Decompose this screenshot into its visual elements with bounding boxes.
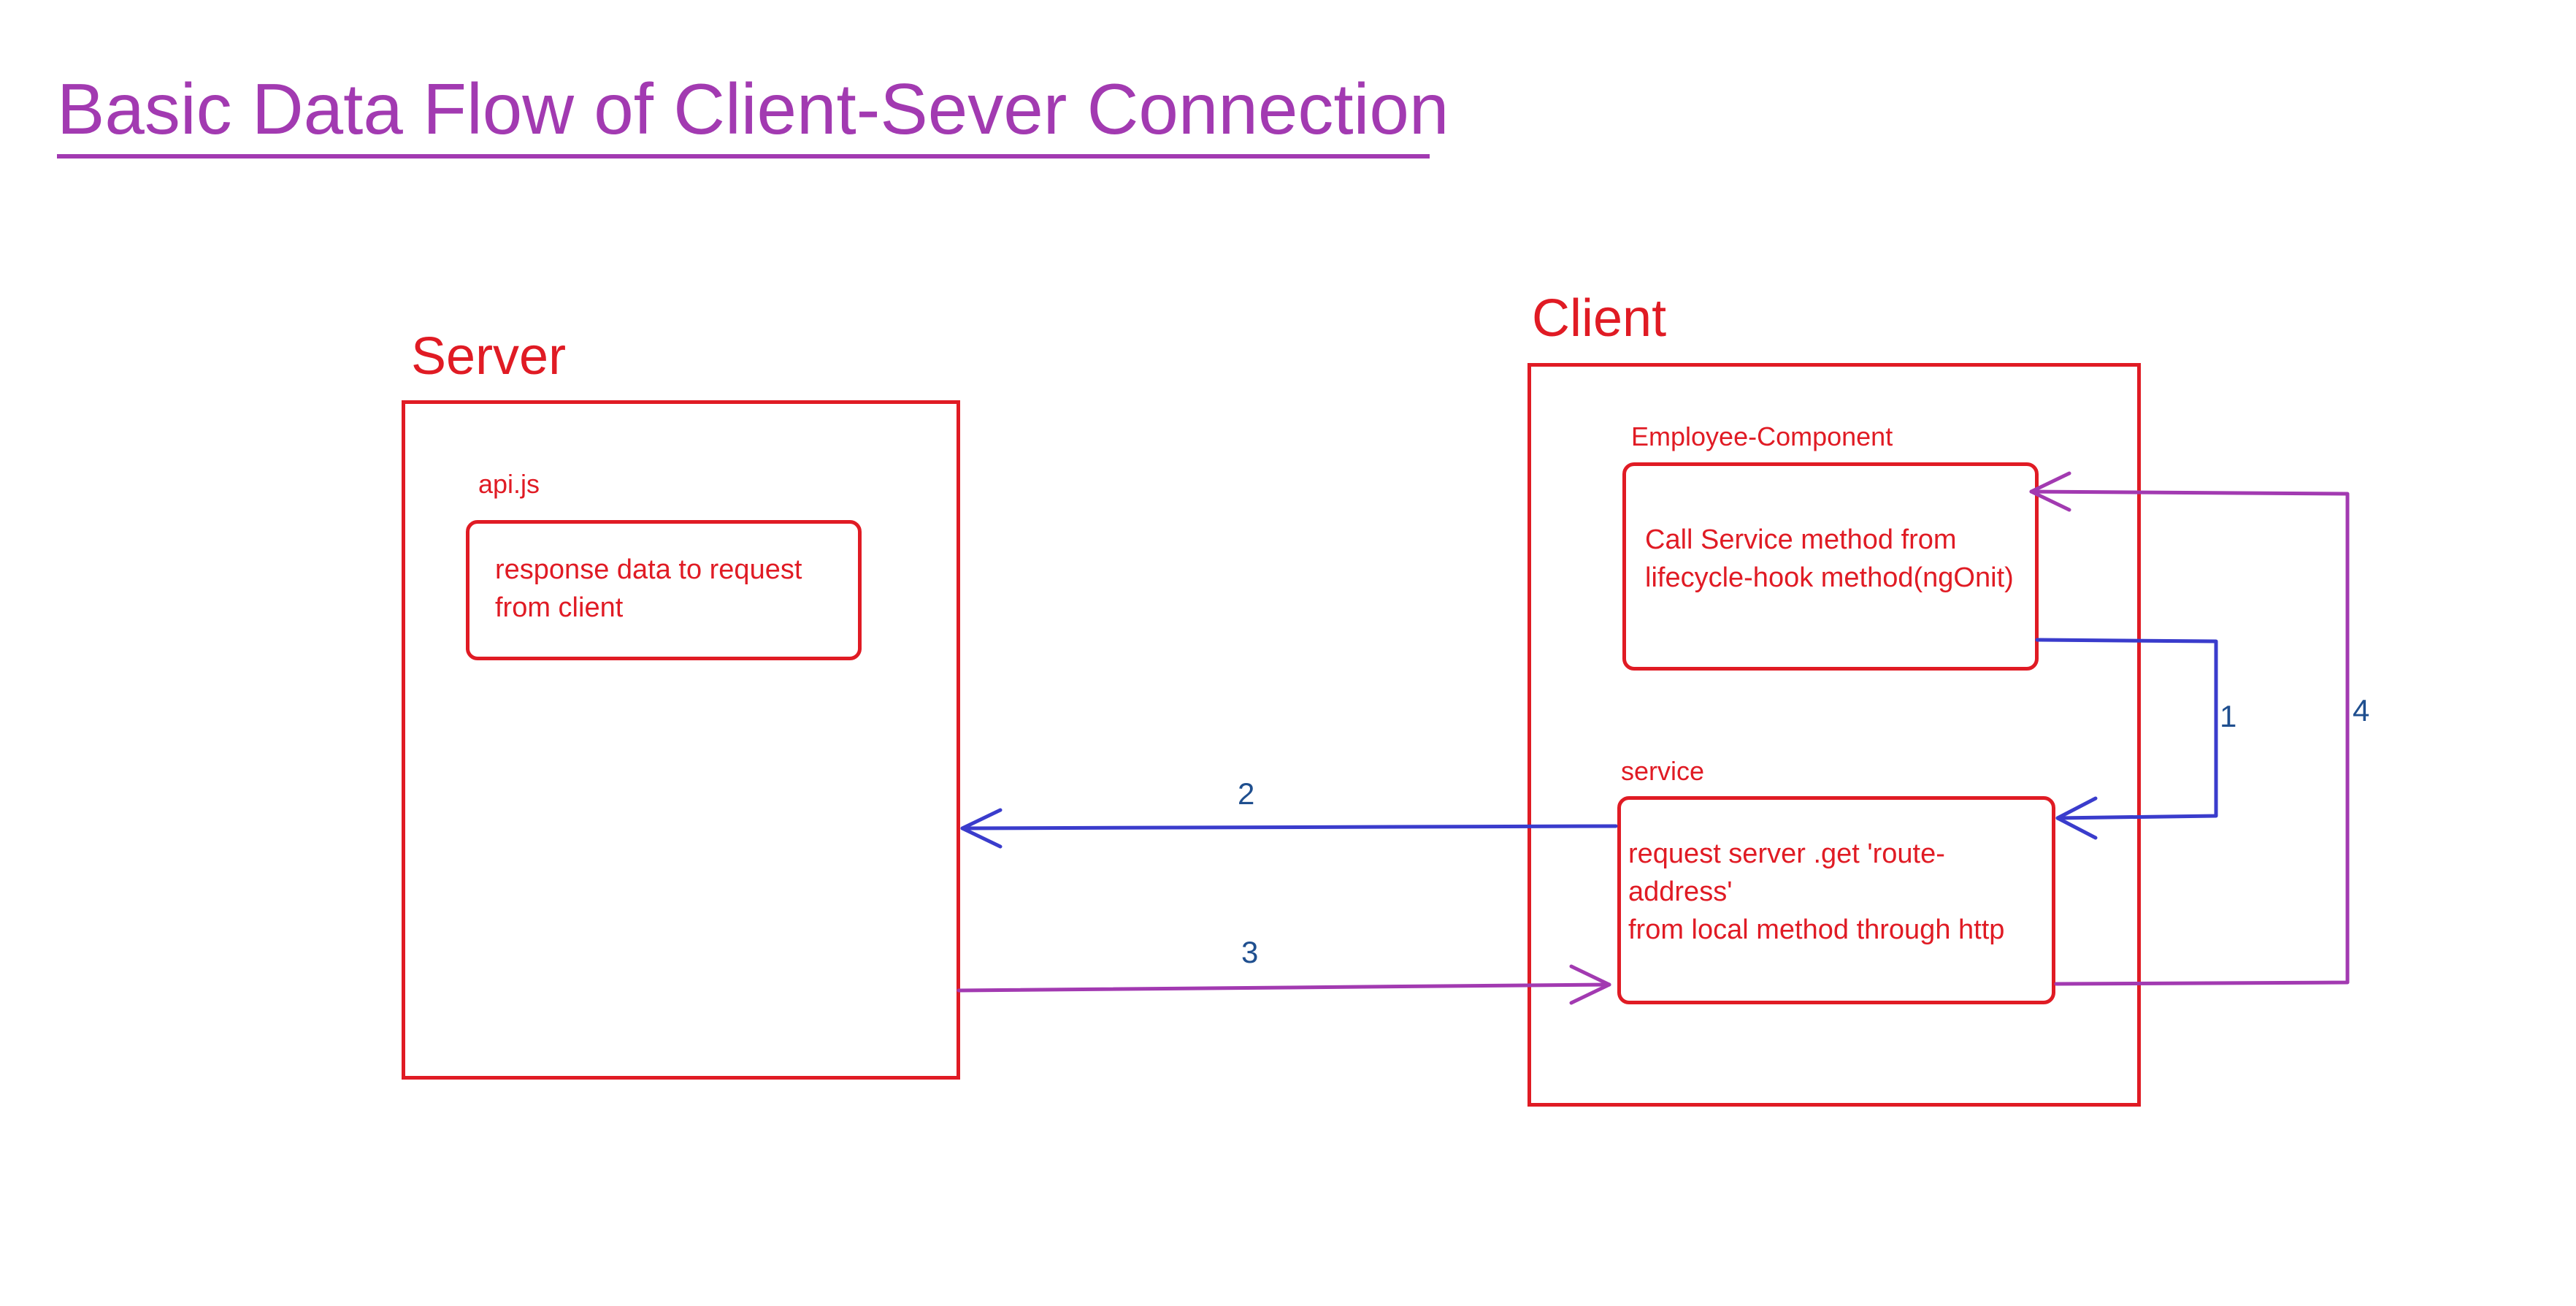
step-1-label: 1 [2220,699,2237,733]
server-module-label: api.js [478,469,540,499]
client-label: Client [1532,289,1667,348]
step-2-label: 2 [1238,776,1255,811]
employee-component-box [1622,462,2039,671]
service-label: service [1621,756,1705,786]
arrow-1 [2035,638,2218,840]
arrow-2 [960,808,1618,849]
component-label: Employee-Component [1631,421,1893,451]
server-box [402,400,960,1080]
page-title: Basic Data Flow of Client-Sever Connecti… [57,69,1449,149]
server-response-box [466,520,862,660]
service-line1: request server .get 'route- [1628,839,1945,869]
component-line2: lifecycle-hook method(ngOnit) [1645,562,2014,593]
server-box-line2: from client [495,592,624,623]
service-line2: address' [1628,877,1733,907]
arrow-4 [2029,471,2350,986]
arrow-3 [957,964,1611,1005]
client-box [1527,363,2141,1107]
service-line3: from local method through http [1628,914,2005,945]
server-box-line1: response data to request [495,554,802,585]
step-3-label: 3 [1241,935,1259,969]
component-line1: Call Service method from [1645,524,1957,555]
title-underline [57,154,1430,159]
step-4-label: 4 [2353,693,2370,728]
service-box [1617,796,2055,1004]
server-label: Server [411,327,567,386]
